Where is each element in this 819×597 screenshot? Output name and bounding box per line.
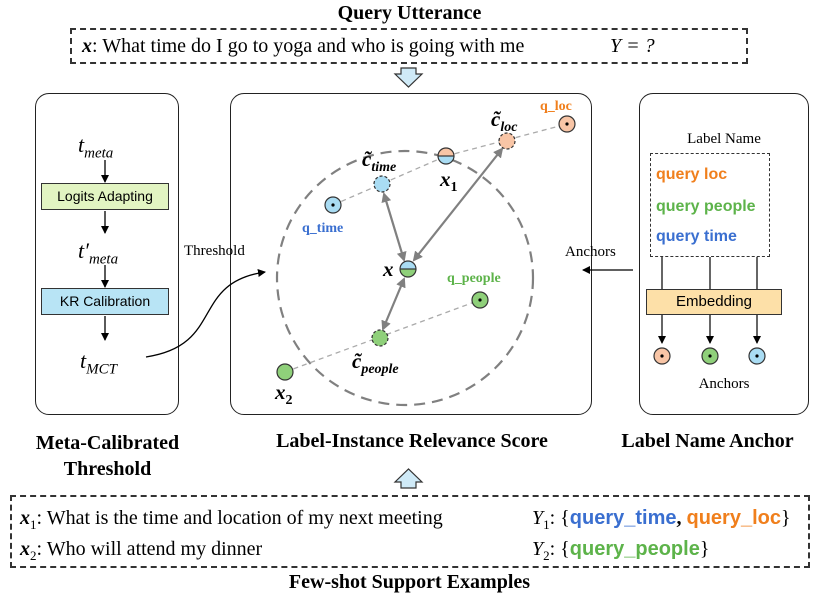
c-people-label: c̃people <box>352 349 399 377</box>
support-labels-2: Y2: {query_people} <box>532 538 710 563</box>
arrow-x-ctime <box>381 192 407 262</box>
down-hollow-arrow <box>393 67 424 88</box>
c-loc-node <box>498 132 516 150</box>
threshold-label: Threshold <box>184 243 245 259</box>
label-name-anchor-panel <box>639 93 809 415</box>
meta-calibrated-threshold-panel <box>35 93 179 415</box>
t-meta-prime: t′meta <box>78 238 119 268</box>
label-name-anchor-caption: Label Name Anchor <box>621 430 794 452</box>
c-time-label: c̃time <box>362 147 396 175</box>
relevance-score-caption: Label-Instance Relevance Score <box>276 430 548 452</box>
c-loc-label: c̃loc <box>491 107 518 135</box>
support-title: Few-shot Support Examples <box>288 571 531 593</box>
query-box: x: What time do I go to yoga and who is … <box>70 28 748 64</box>
arrow-x-cpeople <box>381 277 406 331</box>
kr-calibration-box: KR Calibration <box>41 288 169 315</box>
relevance-score-panel <box>230 93 592 415</box>
t-meta: tmeta <box>78 132 114 162</box>
support-box: x1: What is the time and location of my … <box>10 495 810 568</box>
threshold-circle <box>275 149 535 407</box>
query-title: Query Utterance <box>337 2 482 24</box>
q-people-label: q_people <box>447 271 501 286</box>
query-text: : What time do I go to yoga and who is g… <box>92 35 525 57</box>
support-labels-1: Y1: {query_time, query_loc} <box>532 507 791 532</box>
label-name-title: Label Name <box>687 131 761 147</box>
c-time-node <box>373 175 391 193</box>
anchors-bottom-label: Anchors <box>698 376 750 392</box>
label-item-loc: query loc <box>656 166 728 183</box>
label-name-box: query loc query people query time <box>650 153 770 257</box>
label-item-time: query time <box>656 228 737 245</box>
label-item-people: query people <box>656 198 756 215</box>
x-label: x <box>382 257 394 281</box>
embedding-box: Embedding <box>646 289 782 315</box>
q-time-label: q_time <box>302 221 343 236</box>
arrow-x-cloc <box>412 147 504 262</box>
anchors-side-label: Anchors <box>565 244 616 260</box>
threshold-curve <box>145 269 266 358</box>
x1-label: x1 <box>439 167 458 195</box>
t-mct: tMCT <box>80 348 117 378</box>
q-loc-label: q_loc <box>540 99 572 114</box>
up-hollow-arrow <box>393 468 424 489</box>
support-row-1: x1: What is the time and location of my … <box>20 507 443 532</box>
query-x-symbol: x <box>82 35 92 57</box>
x2-node <box>276 363 294 381</box>
logits-adapting-box: Logits Adapting <box>41 183 169 210</box>
x2-label: x2 <box>274 380 293 408</box>
meta-calibrated-caption: Meta-Calibrated Threshold <box>35 432 180 480</box>
c-people-node <box>371 329 389 347</box>
query-y: Y = ? <box>610 35 655 57</box>
support-row-2: x2: Who will attend my dinner <box>20 538 263 563</box>
